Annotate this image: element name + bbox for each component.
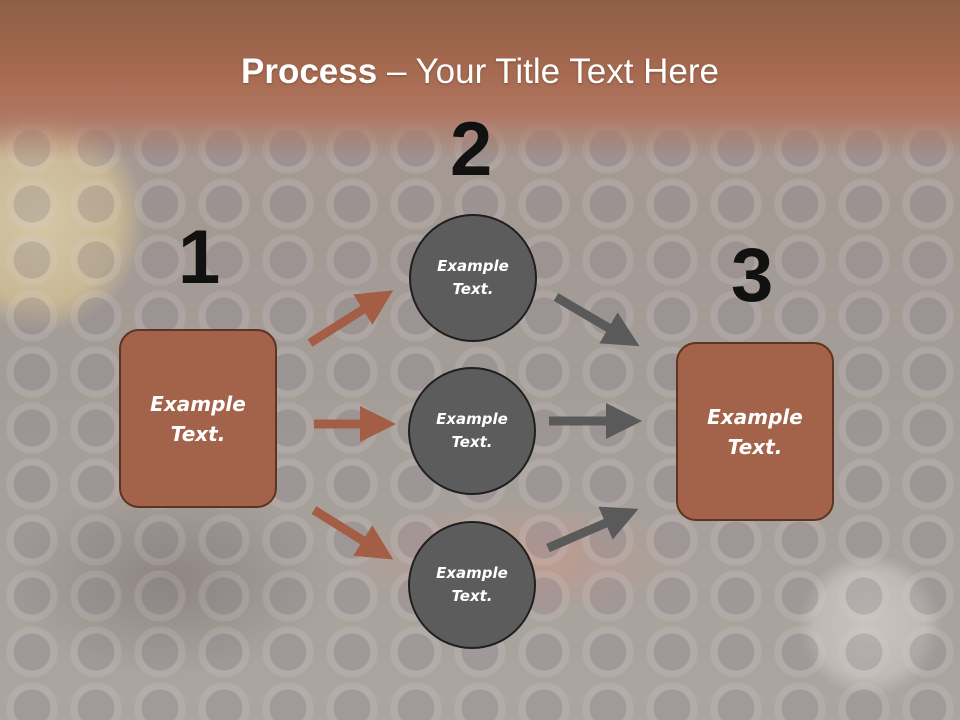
left-box-text: Example Text.	[150, 391, 246, 446]
circle-middle-text: Example Text.	[436, 410, 508, 451]
title-bar	[0, 0, 960, 160]
left-text-box[interactable]: Example Text.	[119, 329, 277, 508]
circle-top-text: Example Text.	[437, 257, 509, 298]
arrow-down-right	[311, 506, 394, 560]
step-number-3[interactable]: 3	[731, 233, 774, 318]
right-box-text: Example Text.	[707, 404, 803, 459]
circle-bottom-text: Example Text.	[436, 564, 508, 605]
slide-title[interactable]: Process – Your Title Text Here	[0, 52, 960, 92]
arrow-down-right-gray	[553, 293, 640, 347]
arrow-up-right	[307, 290, 394, 347]
circle-top[interactable]: Example Text.	[409, 214, 537, 342]
arrow-up-right-gray	[546, 506, 639, 553]
step-number-1[interactable]: 1	[178, 215, 221, 300]
step-number-2[interactable]: 2	[450, 107, 493, 192]
right-text-box[interactable]: Example Text.	[676, 342, 834, 521]
circle-middle[interactable]: Example Text.	[408, 367, 536, 495]
circle-bottom[interactable]: Example Text.	[408, 521, 536, 649]
title-bold: Process	[241, 52, 378, 91]
title-rest: – Your Title Text Here	[377, 52, 719, 91]
